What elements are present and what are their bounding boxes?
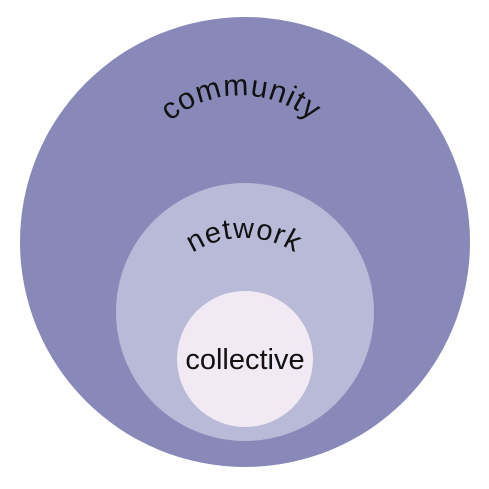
collective-circle: [177, 291, 313, 427]
collective-label: collective: [185, 344, 304, 376]
